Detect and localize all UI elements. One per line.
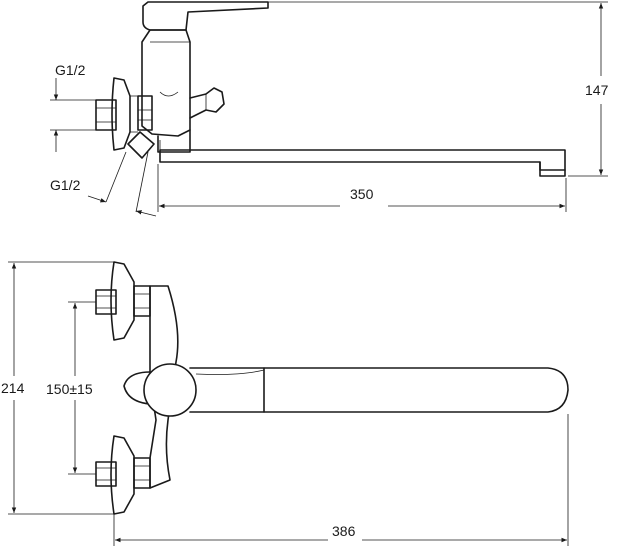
thread-bottom-label: G1/2 <box>50 177 81 193</box>
top-view: 214 150±15 386 <box>1 261 569 546</box>
diverter-knob <box>189 87 225 119</box>
round-cap <box>123 371 151 405</box>
central-body <box>149 285 179 489</box>
lever-handle <box>142 1 269 31</box>
thread-top-label: G1/2 <box>55 62 86 78</box>
overall-length-label: 386 <box>332 523 356 539</box>
spout-length-label: 350 <box>350 186 374 202</box>
lower-flange <box>110 435 135 515</box>
wall-flange <box>111 77 131 151</box>
upper-flange <box>110 261 135 341</box>
side-view: G1/2 G1/2 147 350 <box>50 1 609 217</box>
overall-height-label: 214 <box>1 380 25 396</box>
eccentric-connector <box>95 99 117 131</box>
spout-top <box>189 367 569 413</box>
mixer-body <box>141 29 191 137</box>
height-label: 147 <box>585 82 609 98</box>
spout <box>159 149 566 171</box>
centre-distance-label: 150±15 <box>46 381 93 397</box>
